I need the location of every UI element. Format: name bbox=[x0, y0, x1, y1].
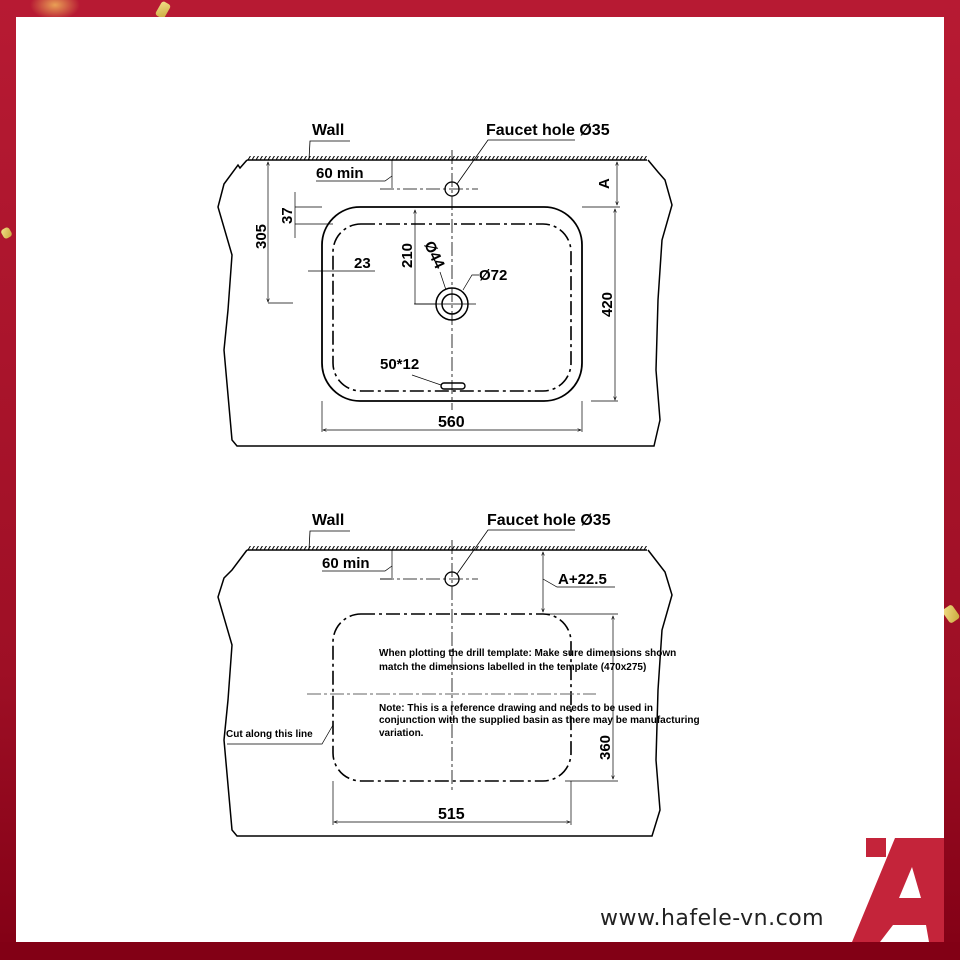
note-reference-line1: Note: This is a reference drawing and ne… bbox=[379, 703, 653, 714]
counter-outline bbox=[217, 549, 673, 837]
dim-560: 560 bbox=[438, 414, 465, 431]
dim-23: 23 bbox=[354, 255, 371, 272]
dim-515: 515 bbox=[438, 806, 465, 823]
frame-right-band bbox=[944, 0, 960, 960]
top-drawing: Wall Faucet hole Ø35 60 min A 305 37 23 … bbox=[217, 122, 673, 447]
note-reference-line3: variation. bbox=[379, 728, 424, 739]
basin-inner bbox=[332, 223, 572, 392]
min-distance-label: 60 min bbox=[316, 165, 364, 182]
wall-hatch bbox=[247, 156, 647, 160]
drawing-panel bbox=[16, 17, 944, 942]
dim-210: 210 bbox=[399, 243, 416, 268]
faucet-hole-label: Faucet hole Ø35 bbox=[486, 122, 610, 139]
bottom-drawing: Wall Faucet hole Ø35 60 min A+22.5 Cut a… bbox=[217, 512, 700, 837]
cutout-outline bbox=[332, 613, 572, 782]
counter-outline bbox=[217, 159, 673, 447]
note-template-line1: When plotting the drill template: Make s… bbox=[379, 648, 676, 659]
dim-420: 420 bbox=[599, 292, 616, 317]
faucet-hole-label: Faucet hole Ø35 bbox=[487, 512, 611, 529]
note-reference-line2: conjunction with the supplied basin as t… bbox=[379, 715, 700, 726]
frame-left-band bbox=[0, 0, 16, 960]
hafele-logo-icon bbox=[852, 838, 944, 942]
dim-diameter-72: Ø72 bbox=[479, 267, 507, 284]
frame-bottom-band bbox=[0, 942, 960, 960]
website-url[interactable]: www.hafele-vn.com bbox=[600, 906, 825, 931]
wall-hatch bbox=[247, 546, 647, 550]
a-dimension-label: A bbox=[596, 178, 613, 189]
min-distance-label: 60 min bbox=[322, 555, 370, 572]
cut-line-label: Cut along this line bbox=[226, 729, 313, 740]
light-glow bbox=[30, 0, 80, 20]
wall-label: Wall bbox=[312, 512, 344, 529]
overflow-slot-icon bbox=[440, 382, 466, 390]
note-template-line2: match the dimensions labelled in the tem… bbox=[379, 662, 646, 673]
a-offset-label: A+22.5 bbox=[558, 571, 607, 588]
dim-37: 37 bbox=[279, 207, 296, 224]
dim-360: 360 bbox=[597, 735, 614, 760]
wall-label: Wall bbox=[312, 122, 344, 139]
frame-top-band bbox=[0, 0, 960, 20]
dim-overflow: 50*12 bbox=[380, 356, 419, 373]
dim-diameter-44: Ø44 bbox=[420, 239, 448, 272]
dim-305: 305 bbox=[253, 224, 270, 249]
